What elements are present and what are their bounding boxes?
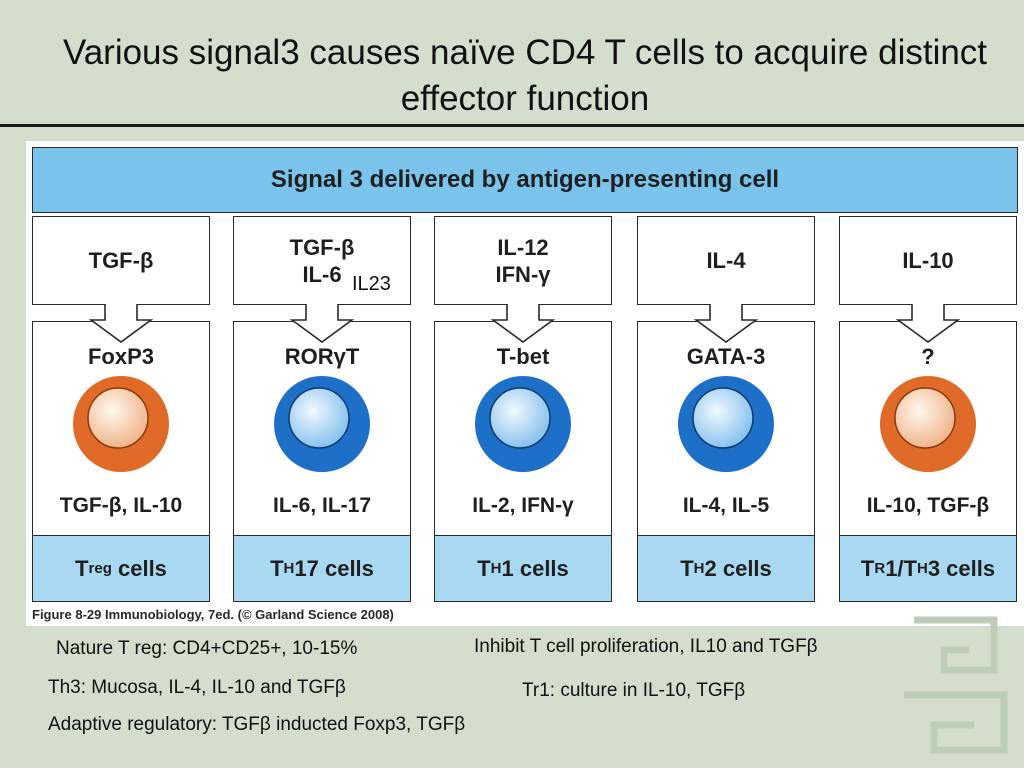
cell-box: RORγT IL-6, IL-17 xyxy=(233,321,411,536)
signal-box: IL-12 IFN-γ xyxy=(434,216,612,305)
note-inhibit: Inhibit T cell proliferation, IL10 and T… xyxy=(474,636,818,657)
signal-line: IL-4 xyxy=(706,248,746,273)
blue-cell-icon xyxy=(475,376,571,472)
title-divider xyxy=(0,124,1024,127)
signal-box: IL-10 xyxy=(839,216,1017,305)
down-arrow-icon xyxy=(290,304,354,343)
decorative-pattern-icon xyxy=(904,616,1008,754)
signal-box: IL-4 xyxy=(637,216,815,305)
signal-line: IL-12 xyxy=(497,234,549,260)
note-nature-treg: Nature T reg: CD4+CD25+, 10-15% xyxy=(56,638,358,659)
blue-cell-icon xyxy=(678,376,774,472)
cell-box: GATA-3 IL-4, IL-5 xyxy=(637,321,815,536)
slide-title: Various signal3 causes naïve CD4 T cells… xyxy=(62,33,988,118)
signal-box: TGF-β xyxy=(32,216,210,305)
il23-annotation: IL23 xyxy=(351,273,392,296)
down-arrow-icon xyxy=(491,304,555,343)
cell-box: FoxP3 TGF-β, IL-10 xyxy=(32,321,210,536)
figure-caption: Figure 8-29 Immunobiology, 7ed. (© Garla… xyxy=(32,607,394,622)
note-adaptive: Adaptive regulatory: TGFβ inducted Foxp3… xyxy=(48,714,466,735)
signal3-header: Signal 3 delivered by antigen-presenting… xyxy=(32,147,1018,213)
transcription-factor: GATA-3 xyxy=(686,344,766,369)
transcription-factor: FoxP3 xyxy=(87,344,155,369)
note-tr1: Tr1: culture in IL-10, TGFβ xyxy=(522,680,746,701)
cell-box: ? IL-10, TGF-β xyxy=(839,321,1017,536)
cytokines-secreted: IL-6, IL-17 xyxy=(272,494,372,517)
transcription-factor: RORγT xyxy=(284,344,360,369)
cytokines-secreted: IL-4, IL-5 xyxy=(682,494,770,517)
orange-cell-icon xyxy=(73,376,169,472)
down-arrow-icon xyxy=(896,304,960,343)
cytokines-secreted: IL-10, TGF-β xyxy=(866,494,990,517)
signal-line: TGF-β xyxy=(289,234,355,260)
orange-cell-icon xyxy=(880,376,976,472)
signal-line: IL-10 xyxy=(902,248,954,273)
down-arrow-icon xyxy=(694,304,758,343)
blue-cell-icon xyxy=(274,376,370,472)
immunology-figure: Signal 3 delivered by antigen-presenting… xyxy=(26,141,1024,626)
signal-line: IFN-γ xyxy=(495,261,551,287)
signal-line: IL-6 xyxy=(302,261,342,287)
cytokines-secreted: TGF-β, IL-10 xyxy=(59,494,183,517)
cytokines-secreted: IL-2, IFN-γ xyxy=(472,494,574,517)
note-th3: Th3: Mucosa, IL-4, IL-10 and TGFβ xyxy=(48,677,346,698)
signal-line: TGF-β xyxy=(88,248,154,273)
transcription-factor: T-bet xyxy=(496,344,550,369)
cell-box: T-bet IL-2, IFN-γ xyxy=(434,321,612,536)
down-arrow-icon xyxy=(89,304,153,343)
transcription-factor: ? xyxy=(921,344,935,369)
